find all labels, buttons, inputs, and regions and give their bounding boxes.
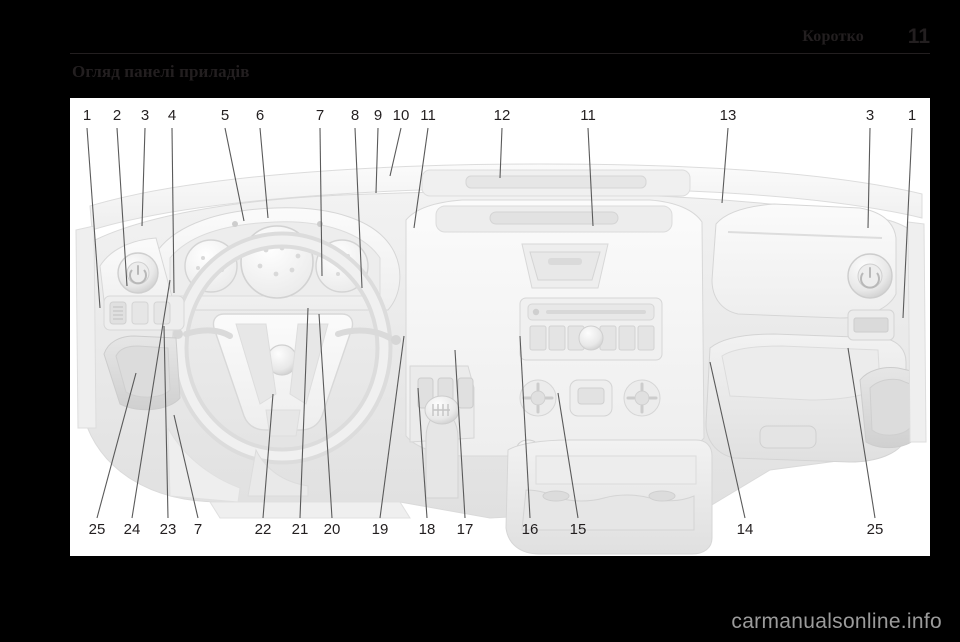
callout-number: 13 <box>719 107 737 124</box>
callout-number: 11 <box>580 107 596 124</box>
callout-number: 10 <box>392 107 410 124</box>
callout-number: 22 <box>254 521 272 538</box>
callout-number: 23 <box>159 521 177 538</box>
callout-number: 7 <box>193 521 203 538</box>
callout-number: 5 <box>220 107 230 124</box>
header-chapter-title: Коротко <box>802 28 864 45</box>
callout-number: 9 <box>373 107 383 124</box>
callout-number: 16 <box>521 521 539 538</box>
callout-number: 6 <box>255 107 265 124</box>
callout-number: 8 <box>350 107 360 124</box>
callout-number: 3 <box>865 107 875 124</box>
callout-number: 20 <box>323 521 341 538</box>
callout-number: 2 <box>112 107 122 124</box>
header-page-number: 11 <box>907 25 930 48</box>
header-divider <box>70 53 930 54</box>
site-watermark: carmanualsonline.info <box>731 610 942 633</box>
callout-number: 12 <box>493 107 511 124</box>
callout-number: 1 <box>907 107 917 124</box>
callout-number: 25 <box>88 521 106 538</box>
callout-number: 14 <box>736 521 754 538</box>
callout-number: 3 <box>140 107 150 124</box>
section-heading: Огляд панелі приладів <box>72 62 250 81</box>
callout-number: 1 <box>82 107 92 124</box>
callout-number: 7 <box>315 107 325 124</box>
callout-number: 25 <box>866 521 884 538</box>
callout-number: 11 <box>420 107 436 124</box>
page-header: Коротко 11 <box>70 25 930 62</box>
callout-number: 21 <box>291 521 309 538</box>
callout-number: 4 <box>167 107 177 124</box>
callout-number: 18 <box>418 521 436 538</box>
callout-number: 15 <box>569 521 587 538</box>
callout-number: 19 <box>371 521 389 538</box>
callout-number: 24 <box>123 521 141 538</box>
dashboard-illustration <box>75 163 927 555</box>
callout-number: 17 <box>456 521 474 538</box>
